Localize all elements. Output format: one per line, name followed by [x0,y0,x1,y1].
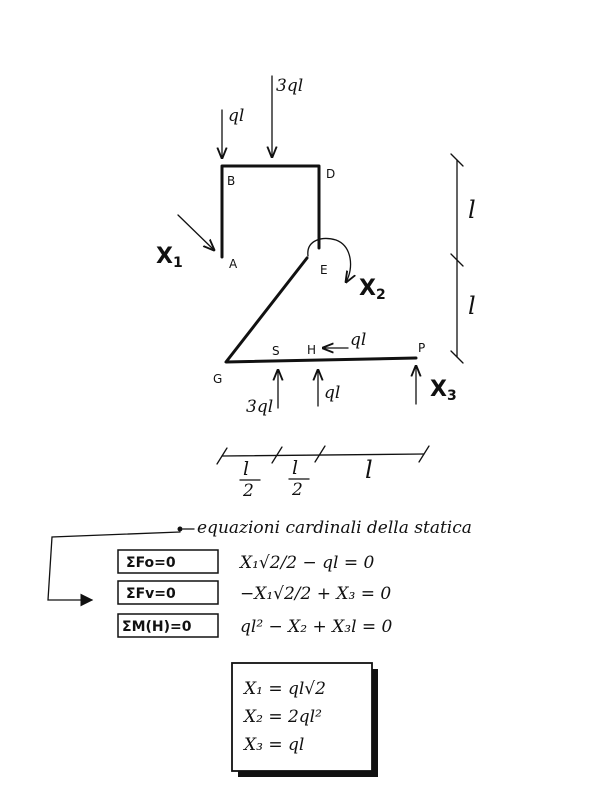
load-label-top-right: 3ql [276,76,303,96]
result-x3: X₃ = ql [242,735,304,755]
equation-row-1: ΣFo=0 X₁√2/2 − ql = 0 [117,549,375,574]
result-x1: X₁ = ql√2 [242,679,326,699]
dimension-vertical-top: l [468,196,476,224]
dimension-horizontal-mid: l 2 [288,457,310,500]
equation-row-3: ΣM(H)=0 ql² − X₂ + X₃l = 0 [117,613,393,638]
svg-text:2: 2 [242,481,254,501]
svg-text:2: 2 [291,480,303,500]
node-a-label: A [229,257,238,271]
load-label-bottom-left: 3ql [246,397,273,417]
results-box: X₁ = ql√2 X₂ = 2ql² X₃ = ql [231,662,378,777]
reaction-x2-moment-arc [307,237,351,282]
node-g-label: G [213,372,222,386]
load-label-bottom-mid: ql [324,383,340,403]
svg-text:−X₁√2/2 + X₃ = 0: −X₁√2/2 + X₃ = 0 [240,584,391,604]
dimension-vertical-bottom: l [468,292,476,320]
svg-text:ql² − X₂ + X₃l = 0: ql² − X₂ + X₃l = 0 [240,617,393,637]
node-s-label: S [272,344,280,358]
svg-text:ΣFv=0: ΣFv=0 [126,586,176,602]
result-x2: X₂ = 2ql² [242,707,322,727]
svg-text:ΣFo=0: ΣFo=0 [126,555,176,571]
node-b-label: B [227,174,235,188]
reaction-x2-label: X2 [359,276,386,303]
equations-bracket [47,531,181,607]
equation-row-2: ΣFv=0 −X₁√2/2 + X₃ = 0 [117,580,391,605]
load-label-horizontal-h: ql [350,330,366,350]
dimension-horizontal-left: l 2 [239,458,261,501]
reaction-x1-arrow [177,214,214,250]
reaction-x1-label: X1 [156,244,183,271]
structure-frame [220,164,418,364]
dimension-horizontal-right: l [365,456,373,484]
node-h-label: H [307,343,316,357]
horizontal-dimension [216,445,430,465]
heading-bullet-dot [177,526,183,532]
svg-text:X₁√2/2 − ql = 0: X₁√2/2 − ql = 0 [238,553,375,573]
svg-text:l: l [243,458,249,480]
node-p-label: P [418,341,425,355]
load-label-top-left: ql [228,106,244,126]
node-d-label: D [326,167,335,181]
svg-text:l: l [292,457,298,479]
equations-heading: equazioni cardinali della statica [197,518,472,538]
vertical-dimension [450,153,464,364]
svg-text:ΣM(H)=0: ΣM(H)=0 [122,619,192,635]
reaction-x3-label: X3 [430,377,457,404]
node-e-label: E [320,263,328,277]
